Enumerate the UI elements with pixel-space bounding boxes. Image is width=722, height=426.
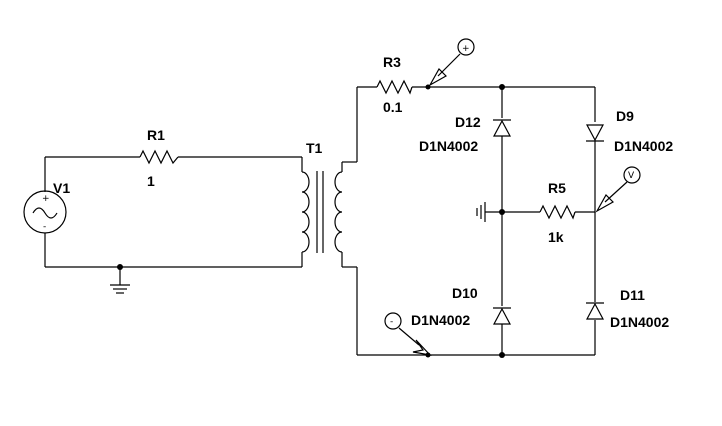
- d9-ref: D9: [616, 108, 634, 124]
- d10-ref: D10: [452, 285, 478, 301]
- t1-ref: T1: [306, 140, 323, 156]
- r5-value: 1k: [548, 229, 564, 245]
- d12-ref: D12: [455, 114, 481, 130]
- svg-text:-: -: [43, 222, 46, 232]
- junction-top: [499, 84, 505, 90]
- d11-ref: D11: [620, 287, 645, 303]
- t1-transformer: [301, 171, 343, 253]
- r3-ref: R3: [383, 54, 401, 70]
- r5-ref: R5: [548, 180, 566, 196]
- r3-resistor: [376, 79, 413, 95]
- voltage-probe-label: V: [628, 171, 635, 181]
- plus-probe-label: +: [462, 44, 470, 54]
- plus-probe-marker[interactable]: +: [428, 38, 475, 87]
- d9-diode: [586, 124, 604, 142]
- d11-value: D1N4002: [610, 314, 669, 330]
- ground-symbol-center: [476, 202, 486, 222]
- secondary-wires: [341, 86, 596, 356]
- v1-source: + -: [23, 190, 67, 234]
- r1-ref: R1: [147, 127, 165, 143]
- minus-probe-marker[interactable]: -: [384, 312, 432, 356]
- v1-label: V1: [53, 180, 70, 196]
- voltage-probe-marker[interactable]: V: [595, 166, 641, 213]
- junction-bottom: [499, 352, 505, 358]
- d12-value: D1N4002: [419, 138, 478, 154]
- r5-resistor: [539, 204, 576, 220]
- primary-wires: [44, 156, 303, 285]
- d10-diode: [493, 307, 511, 325]
- minus-probe-label: -: [390, 317, 393, 327]
- ground-symbol-primary: [110, 284, 130, 294]
- r3-value: 0.1: [383, 99, 403, 115]
- d11-diode: [586, 302, 604, 320]
- d12-diode: [493, 119, 511, 137]
- junction-primary-ground: [117, 264, 123, 270]
- svg-text:+: +: [42, 194, 50, 204]
- junction-center: [499, 209, 505, 215]
- r1-value: 1: [147, 173, 155, 189]
- d10-value: D1N4002: [411, 312, 470, 328]
- d9-value: D1N4002: [614, 138, 673, 154]
- r1-resistor: [139, 149, 179, 165]
